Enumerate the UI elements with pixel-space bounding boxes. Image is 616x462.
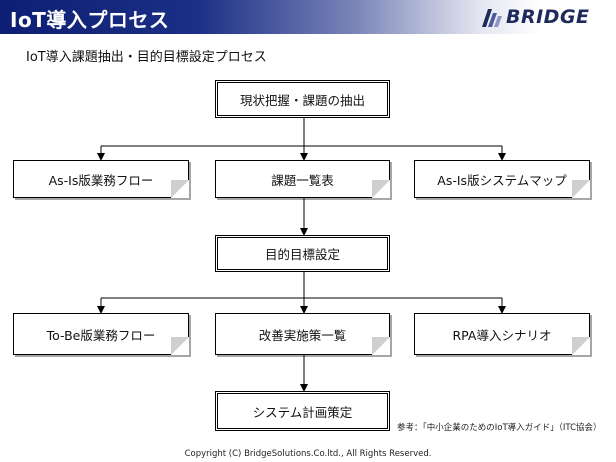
node-rpa-scenario: RPA導入シナリオ	[414, 313, 590, 355]
node-asis-map: As-Is版システムマップ	[414, 160, 590, 198]
bridge-logo-text: BRIDGE	[506, 6, 590, 28]
node-current-situation-label: 現状把握・課題の抽出	[239, 92, 365, 108]
node-asis-map-label: As-Is版システムマップ	[437, 172, 567, 188]
node-tobe-flow: To-Be版業務フロー	[13, 313, 189, 355]
node-improvement-list: 改善実施策一覧	[215, 313, 390, 355]
node-improvement-list-label: 改善実施策一覧	[258, 327, 347, 343]
node-tobe-flow-label: To-Be版業務フロー	[46, 327, 156, 343]
node-asis-flow-label: As-Is版業務フロー	[48, 172, 154, 188]
reference-note: 参考：「中小企業のためのIoT導入ガイド」（ITC協会）	[397, 423, 602, 433]
diagram-subtitle: IoT導入課題抽出・目的目標設定プロセス	[26, 50, 267, 65]
header-bar: IoT導入プロセス	[0, 0, 616, 34]
node-issue-list-label: 課題一覧表	[271, 172, 334, 188]
node-asis-flow: As-Is版業務フロー	[13, 160, 189, 198]
page-title: IoT導入プロセス	[10, 8, 170, 32]
node-goal-setting-label: 目的目標設定	[264, 247, 340, 262]
page-fold-icon	[372, 180, 390, 198]
node-rpa-scenario-label: RPA導入シナリオ	[452, 327, 552, 343]
page-fold-icon	[171, 180, 189, 198]
page-fold-icon	[572, 180, 590, 198]
page-fold-icon	[572, 337, 590, 355]
node-issue-list: 課題一覧表	[215, 160, 390, 198]
bridge-logo-icon	[482, 9, 502, 27]
page-fold-icon	[171, 337, 189, 355]
node-goal-setting: 目的目標設定	[215, 235, 390, 272]
node-system-plan-label: システム計画策定	[252, 404, 353, 420]
copyright-footer: Copyright (C) BridgeSolutions.Co.ltd., A…	[184, 449, 432, 459]
node-system-plan: システム計画策定	[215, 391, 390, 431]
page-fold-icon	[372, 337, 390, 355]
node-current-situation: 現状把握・課題の抽出	[215, 80, 390, 118]
